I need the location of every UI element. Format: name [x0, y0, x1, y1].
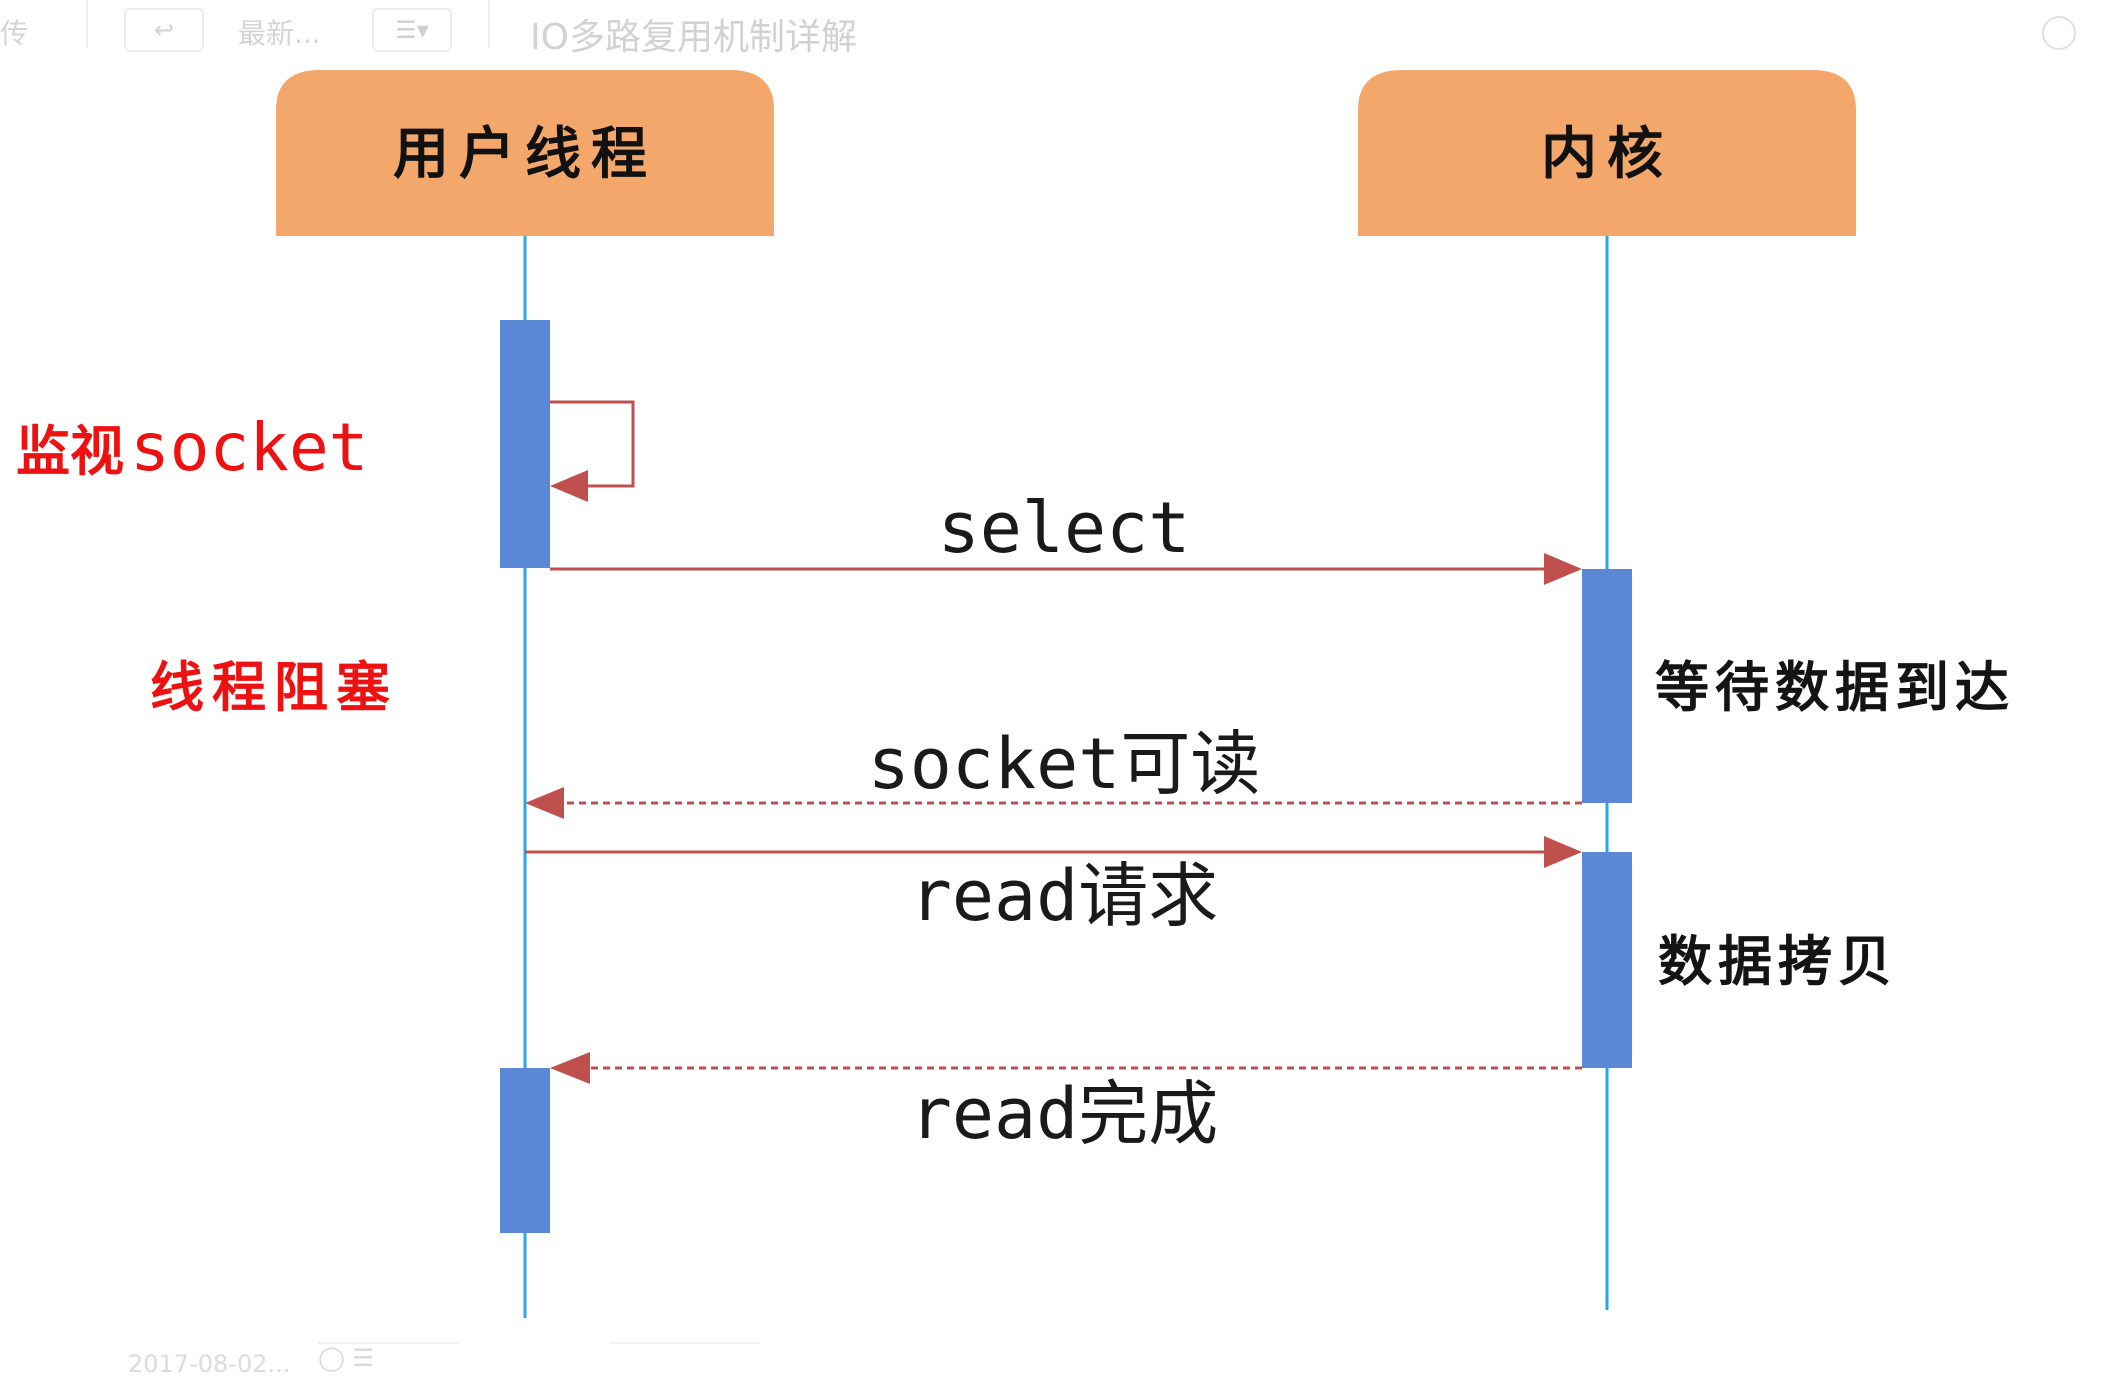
- monitor-suffix: socket: [130, 409, 368, 486]
- footer-date: 2017-08-02...: [128, 1350, 291, 1378]
- actor-kernel: 内核: [1358, 70, 1856, 236]
- toolbar-divider: [86, 0, 88, 48]
- bottom-bar: 2017-08-02... ◯ ☰: [0, 1320, 2108, 1380]
- activation-user-monitor: [500, 320, 550, 568]
- list-icon: ☰▾: [395, 16, 429, 44]
- toolbar-left-text: 传: [0, 17, 29, 50]
- socket-readable-text: socket可读: [868, 723, 1261, 805]
- actor-label-kernel: 内核: [1541, 122, 1673, 187]
- self-call-arrow: [550, 400, 635, 488]
- arrowhead: [525, 787, 564, 819]
- undo-button[interactable]: ↩: [124, 8, 204, 52]
- socket-readable-label: socket可读: [868, 723, 1261, 805]
- monitor-prefix: 监视: [16, 420, 124, 483]
- arrowhead: [550, 470, 588, 502]
- actor-box: [1358, 70, 1856, 236]
- footer-tab[interactable]: [610, 1342, 760, 1380]
- top-toolbar: 传 ↩ 最新... ☰▾ IO多路复用机制详解: [0, 0, 2108, 62]
- sync-icon[interactable]: [2042, 16, 2076, 50]
- monitor-socket-note: 监视socket: [16, 409, 368, 486]
- activation-kernel-copy: [1582, 852, 1632, 1068]
- actor-user-thread: 用户线程: [276, 70, 774, 236]
- wait-data-note: 等待数据到达: [1655, 656, 2015, 719]
- data-copy-note: 数据拷贝: [1658, 930, 1898, 993]
- select-label: select: [938, 487, 1191, 569]
- footer-icon: ◯ ☰: [318, 1344, 375, 1372]
- activation-user-read: [500, 1068, 550, 1233]
- list-format-button[interactable]: ☰▾: [372, 8, 452, 52]
- read-request-label: read请求: [910, 855, 1219, 937]
- footer-button[interactable]: ◯ ☰: [318, 1342, 458, 1380]
- thread-blocked-note: 线程阻塞: [150, 656, 398, 719]
- undo-icon: ↩: [153, 16, 175, 44]
- arrowhead: [1544, 836, 1582, 868]
- document-title: IO多路复用机制详解: [530, 17, 857, 58]
- actor-label-user: 用户线程: [393, 122, 657, 187]
- actor-box: [276, 70, 774, 236]
- toolbar-divider: [488, 0, 490, 48]
- arrowhead: [1544, 553, 1582, 585]
- latest-dropdown[interactable]: 最新...: [238, 17, 321, 50]
- read-done-label: read完成: [910, 1073, 1219, 1155]
- activation-kernel-wait: [1582, 569, 1632, 803]
- arrowhead: [550, 1052, 590, 1084]
